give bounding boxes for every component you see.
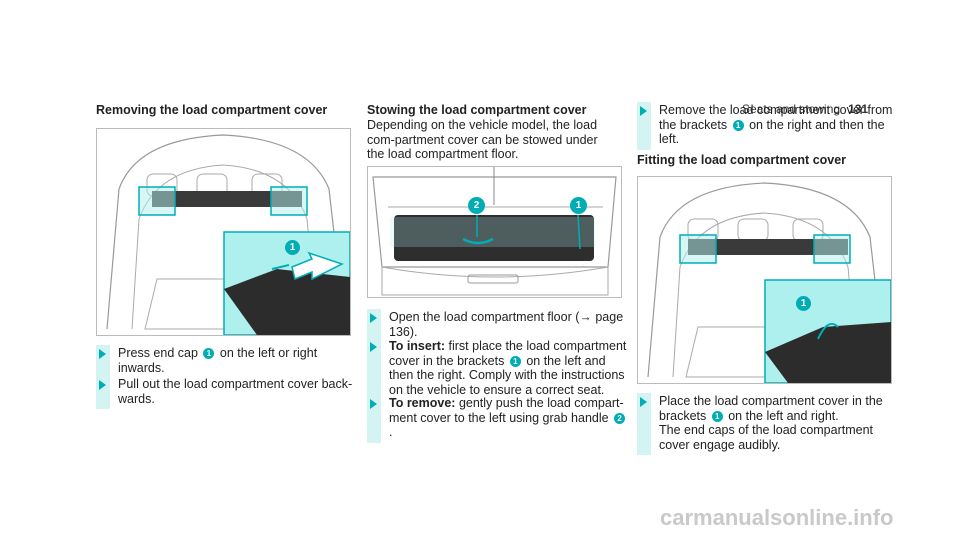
step-place-cover: Place the load compartment cover in the … <box>637 393 899 455</box>
figure-callout-2: 2 <box>468 197 485 214</box>
illustration-fitting <box>647 182 891 383</box>
figure-removing-cover: 1 <box>96 128 351 336</box>
step-text: on the left and then the right. Comply w… <box>389 353 625 397</box>
illustration-removing <box>106 134 350 335</box>
step-remove-brackets: Remove the load compartment cover from t… <box>637 102 899 149</box>
step-text: on the right and then the left. <box>659 117 885 147</box>
arrow-icon <box>370 342 377 352</box>
step-text: first place the load compartment cover i… <box>389 339 627 368</box>
illustration-stowing <box>372 167 617 296</box>
callout-2: 2 <box>614 412 626 424</box>
page-number: 131 <box>848 102 869 116</box>
step-text: on the left and right. <box>728 408 839 423</box>
arrow-icon <box>370 313 377 323</box>
figure-callout-1: 1 <box>570 197 587 214</box>
step-text: on the left or right inwards. <box>118 346 318 375</box>
figure-fitting-cover: 1 <box>637 176 892 384</box>
step-text: Remove the load compartment cover from t… <box>659 103 893 132</box>
step-label: To remove: <box>389 396 456 410</box>
heading-stowing: Stowing the load compartment cover <box>367 103 587 117</box>
figure-callout: 1 <box>285 240 300 255</box>
callout-1: 1 <box>509 355 521 367</box>
heading-fitting: Fitting the load compartment cover <box>637 153 847 167</box>
callout-1: 1 <box>732 119 744 131</box>
callout-1: 1 <box>711 410 723 422</box>
step-text: . <box>389 425 393 439</box>
arrow-icon <box>640 397 647 407</box>
figure-stowing-cover: 2 1 <box>367 166 622 298</box>
step-text: Place the load compartment cover in the … <box>659 394 883 423</box>
heading-removing: Removing the load compartment cover <box>96 103 328 117</box>
arrow-icon <box>99 380 106 390</box>
step-text: Open the load compartment floor (→ page … <box>389 310 624 339</box>
step-pull-out: Pull out the load compartment cover back… <box>96 376 358 409</box>
step-text: Press end cap <box>118 346 198 360</box>
page-header: Seats and stowing 131 <box>742 102 868 116</box>
arrow-icon <box>370 399 377 409</box>
stowing-intro: Depending on the vehicle model, the load… <box>367 118 598 161</box>
step-remove: To remove: gently push the load compart-… <box>367 395 629 442</box>
callout-1: 1 <box>203 348 215 359</box>
step-label: To insert: <box>389 339 446 353</box>
step-text: gently push the load compart-ment cover … <box>389 396 624 425</box>
figure-callout: 1 <box>796 296 811 311</box>
arrow-icon <box>99 349 106 359</box>
step-press-end-cap: Press end cap 1 on the left or right inw… <box>96 345 358 378</box>
arrow-icon <box>640 106 647 116</box>
step-insert: To insert: first place the load compartm… <box>367 338 629 400</box>
watermark: carmanualsonline.info <box>660 505 894 530</box>
step-text: The end caps of the load compartment cov… <box>659 423 874 452</box>
section-title: Seats and stowing <box>742 102 841 116</box>
step-text: Pull out the load compartment cover back… <box>118 377 353 406</box>
step-open-floor: Open the load compartment floor (→ page … <box>367 309 629 342</box>
